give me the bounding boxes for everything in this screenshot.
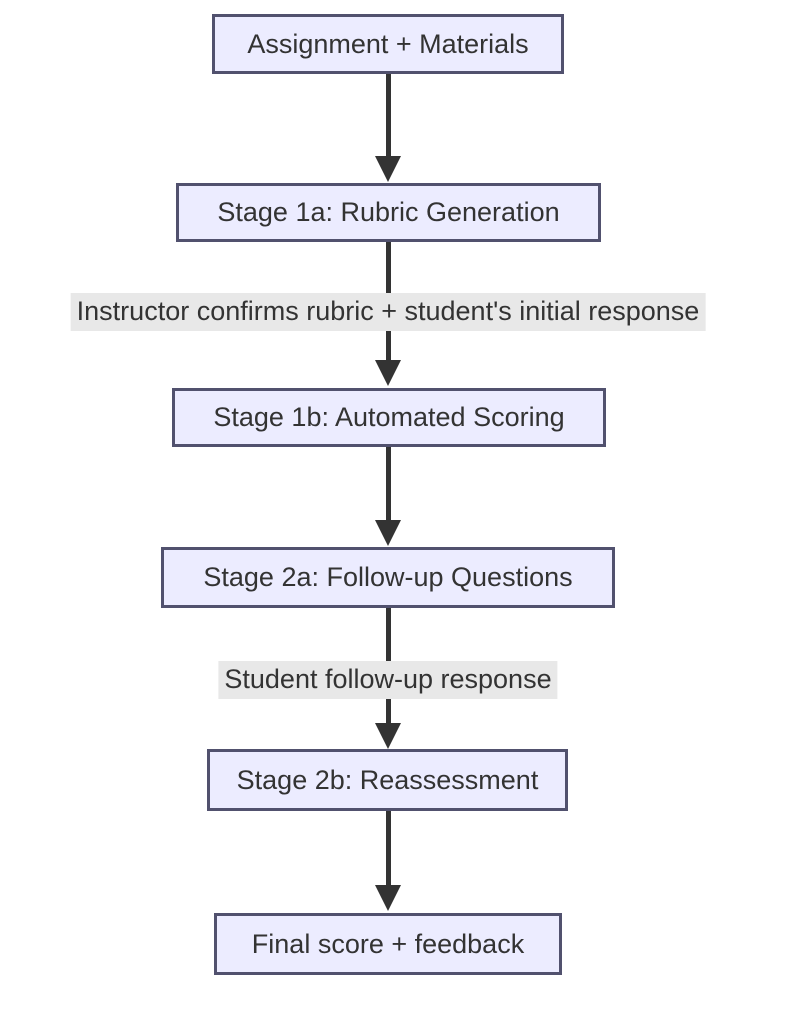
edge-stage1b-stage2a-line (386, 447, 391, 520)
edge-input-stage1a-line (386, 74, 391, 156)
node-label: Stage 2b: Reassessment (236, 764, 539, 795)
node-label: Final score + feedback (251, 928, 525, 959)
node-label: Stage 1b: Automated Scoring (213, 402, 565, 432)
node-stage-2b: Stage 2b: Reassessment (207, 749, 568, 811)
edge-label-student-followup: Student follow-up response (218, 661, 558, 699)
node-stage-1b: Stage 1b: Automated Scoring (172, 388, 606, 447)
node-stage-2a: Stage 2a: Follow-up Questions (161, 547, 615, 608)
node-final-score-feedback: Final score + feedback (214, 913, 562, 975)
arrowhead-icon (375, 520, 401, 546)
arrowhead-icon (375, 156, 401, 182)
node-stage-1a: Stage 1a: Rubric Generation (176, 183, 601, 242)
edge-label-instructor-confirms: Instructor confirms rubric + student's i… (70, 293, 706, 331)
arrowhead-icon (375, 723, 401, 749)
node-label: Assignment + Materials (247, 28, 529, 59)
node-label: Stage 1a: Rubric Generation (217, 197, 560, 227)
node-label: Stage 2a: Follow-up Questions (203, 562, 573, 592)
arrowhead-icon (375, 360, 401, 386)
arrowhead-icon (375, 885, 401, 911)
edge-stage2b-output-line (386, 811, 391, 885)
node-assignment-materials: Assignment + Materials (212, 14, 564, 74)
